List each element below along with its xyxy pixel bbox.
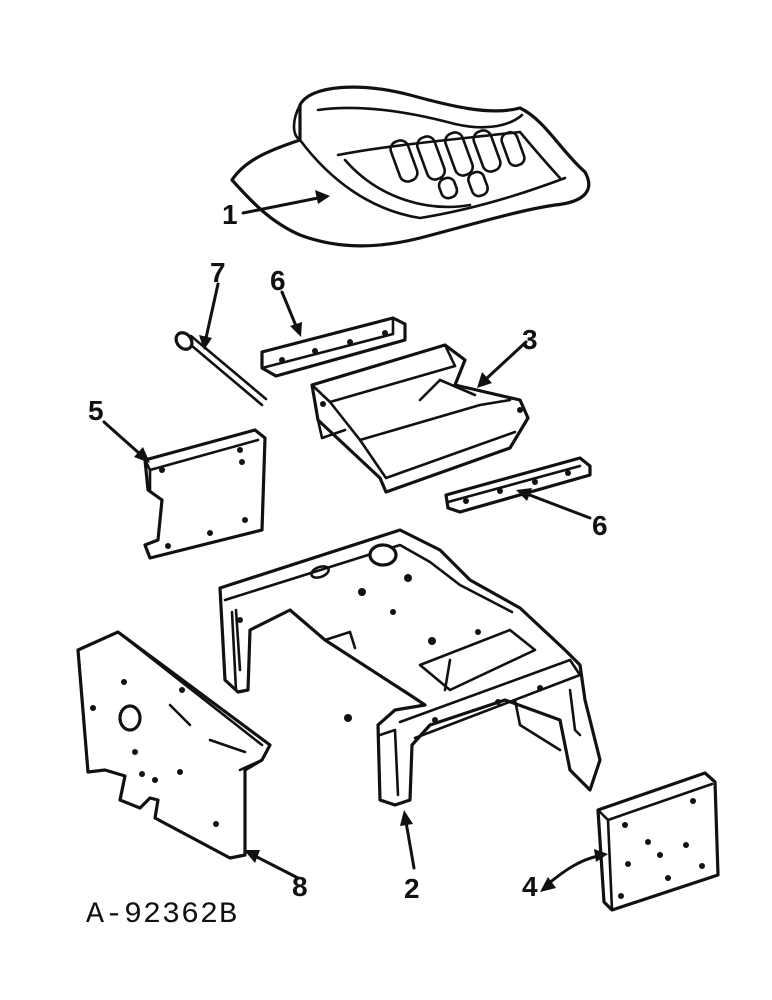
callout-labels: 1 2 3 4 5 6 6 7 8 (88, 199, 608, 904)
callout-8: 8 (292, 871, 308, 902)
strap-top-part (260, 316, 407, 378)
rear-plate-part (596, 771, 720, 912)
leader-lines (102, 190, 608, 892)
callout-4: 4 (522, 871, 538, 902)
frame-part (218, 528, 602, 807)
bolt-part (174, 331, 268, 407)
callout-6-top: 6 (270, 265, 286, 296)
seat-slots (389, 129, 526, 200)
seat-support-part (310, 343, 530, 494)
side-bracket-part (143, 428, 267, 560)
callout-3: 3 (522, 324, 538, 355)
callout-6-bottom: 6 (592, 510, 608, 541)
callout-2: 2 (404, 873, 420, 904)
figure-code: A-92362B (86, 898, 238, 932)
callout-1: 1 (222, 199, 238, 230)
seat-part (230, 85, 591, 248)
callout-7: 7 (210, 257, 226, 288)
strap-bottom-part (444, 456, 592, 514)
side-panel-part (76, 630, 272, 860)
callout-5: 5 (88, 395, 104, 426)
